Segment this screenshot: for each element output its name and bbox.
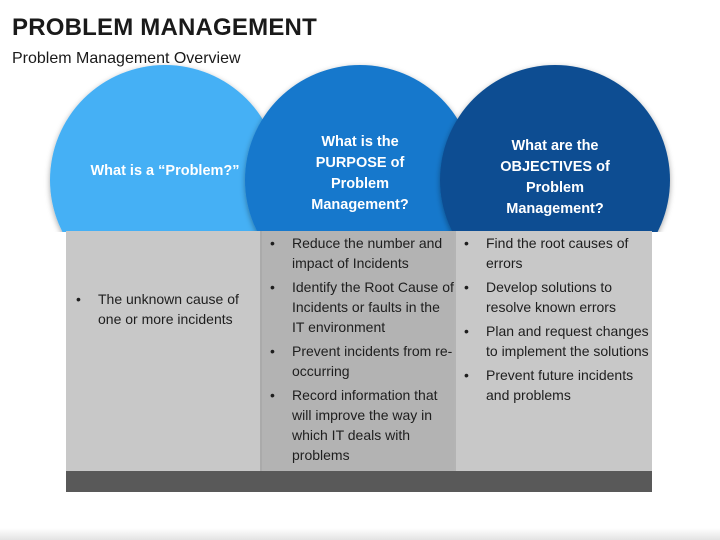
column-3-heading-circle <box>440 65 670 232</box>
column-1-list: The unknown cause of one or more inciden… <box>68 289 250 333</box>
column-3-heading: What are the OBJECTIVES of Problem Manag… <box>500 138 610 217</box>
column-2-heading-circle <box>245 65 475 232</box>
base-bar <box>66 471 652 492</box>
column-2-list: Reduce the number and impact of Incident… <box>262 233 454 469</box>
list-item: Identify the Root Cause of Incidents or … <box>262 277 454 337</box>
column-2-heading: What is the PURPOSE of Problem Managemen… <box>311 134 409 213</box>
column-3-list: Find the root causes of errors Develop s… <box>456 233 650 409</box>
list-item: Prevent future incidents and problems <box>456 365 650 405</box>
list-item: Develop solutions to resolve known error… <box>456 277 650 317</box>
list-item: Reduce the number and impact of Incident… <box>262 233 454 273</box>
list-item: Prevent incidents from re-occurring <box>262 341 454 381</box>
list-item: Plan and request changes to implement th… <box>456 321 650 361</box>
list-item: Record information that will improve the… <box>262 385 454 465</box>
column-1-heading: What is a “Problem?” <box>90 163 240 179</box>
list-item: The unknown cause of one or more inciden… <box>68 289 250 329</box>
page-title: PROBLEM MANAGEMENT <box>12 14 317 41</box>
column-1-panel <box>66 231 262 471</box>
bottom-strip <box>0 528 720 540</box>
column-1-heading-circle <box>50 65 280 232</box>
page-subtitle: Problem Management Overview <box>12 50 241 67</box>
list-item: Find the root causes of errors <box>456 233 650 273</box>
